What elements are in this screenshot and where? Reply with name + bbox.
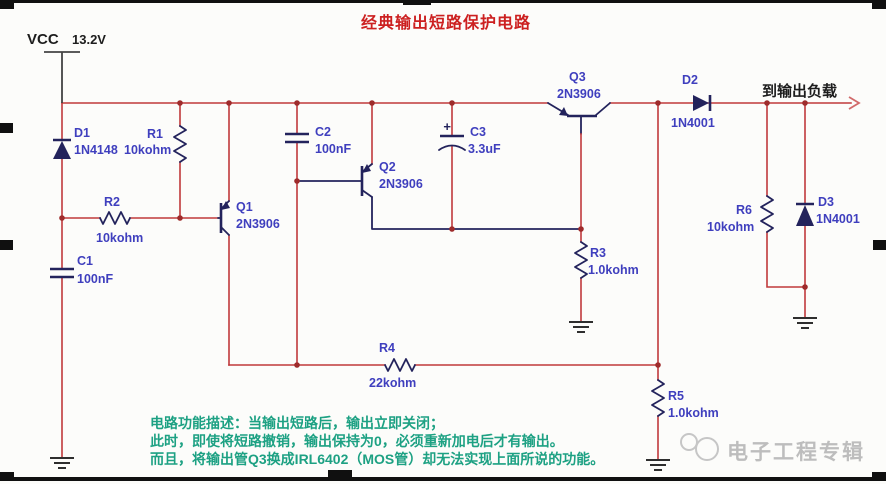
ground-d3 <box>793 317 817 329</box>
label-r3-ref: R3 <box>590 246 606 260</box>
label-r5-ref: R5 <box>668 389 684 403</box>
diode-D2 <box>693 95 712 111</box>
watermark-text: 电子工程专辑 <box>727 440 865 464</box>
junction-dots <box>59 100 808 368</box>
transistor-Q3 <box>547 102 611 118</box>
ground-c1 <box>50 457 74 469</box>
label-q1-ref: Q1 <box>236 200 253 214</box>
label-r4-value: 22kohm <box>369 376 416 390</box>
ground-r3 <box>569 321 593 333</box>
label-d1-value: 1N4148 <box>74 143 118 157</box>
resistor-R5 <box>651 379 665 417</box>
label-d3-value: 1N4001 <box>816 212 860 226</box>
resistor-R4 <box>384 358 416 372</box>
page-title: 经典输出短路保护电路 <box>361 13 531 32</box>
resistor-R6 <box>760 195 774 233</box>
diode-D3 <box>796 202 814 226</box>
description-line-1: 电路功能描述：当输出短路后，输出立即关闭； <box>150 415 444 432</box>
watermark-logo <box>680 433 719 461</box>
wire-q2-collector-node <box>371 196 582 230</box>
resistor-R1 <box>173 125 187 163</box>
label-c2-ref: C2 <box>315 125 331 139</box>
label-q2-value: 2N3906 <box>379 177 423 191</box>
label-q2-ref: Q2 <box>379 160 396 174</box>
ground-r5 <box>646 459 670 471</box>
label-r2-ref: R2 <box>104 195 120 209</box>
label-r1-ref: R1 <box>147 127 163 141</box>
transistor-Q1 <box>217 200 230 236</box>
resistor-R2 <box>99 211 131 225</box>
label-c3-ref: C3 <box>470 125 486 139</box>
vcc-voltage: 13.2V <box>72 32 106 47</box>
output-net-label: 到输出负载 <box>762 82 837 100</box>
diode-D1 <box>53 138 71 159</box>
label-q3-ref: Q3 <box>569 70 586 84</box>
capacitor-C1 <box>50 267 74 279</box>
c3-polarity-mark: + <box>443 119 451 134</box>
label-c1-value: 100nF <box>77 272 113 286</box>
resistor-R3 <box>574 241 588 279</box>
label-d2-value: 1N4001 <box>671 116 715 130</box>
label-r3-value: 1.0kohm <box>588 263 639 277</box>
label-r6-ref: R6 <box>736 203 752 217</box>
description-line-2: 此时，即使将短路撤销，输出保持为0，必须重新加电后才有输出。 <box>150 433 564 449</box>
label-r5-value: 1.0kohm <box>668 406 719 420</box>
label-c3-value: 3.3uF <box>468 142 501 156</box>
label-r6-value: 10kohm <box>707 220 754 234</box>
label-d1-ref: D1 <box>74 126 90 140</box>
label-q1-value: 2N3906 <box>236 217 280 231</box>
vcc-symbol <box>44 51 80 103</box>
label-r2-value: 10kohm <box>96 231 143 245</box>
label-q3-value: 2N3906 <box>557 87 601 101</box>
transistor-Q2 <box>299 163 373 198</box>
label-d3-ref: D3 <box>818 195 834 209</box>
label-d2-ref: D2 <box>682 73 698 87</box>
capacitor-C2 <box>285 132 309 144</box>
wire-r6-branch <box>766 102 806 288</box>
wire-output-arrow <box>848 96 861 110</box>
label-r4-ref: R4 <box>379 341 395 355</box>
label-r1-value: 10kohm <box>124 143 171 157</box>
label-c1-ref: C1 <box>77 254 93 268</box>
description-line-3: 而且，将输出管Q3换成IRL6402（MOS管）却无法实现上面所说的功能。 <box>150 451 604 467</box>
vcc-label: VCC <box>27 31 59 48</box>
label-c2-value: 100nF <box>315 142 351 156</box>
capacitor-C3 <box>438 134 466 151</box>
